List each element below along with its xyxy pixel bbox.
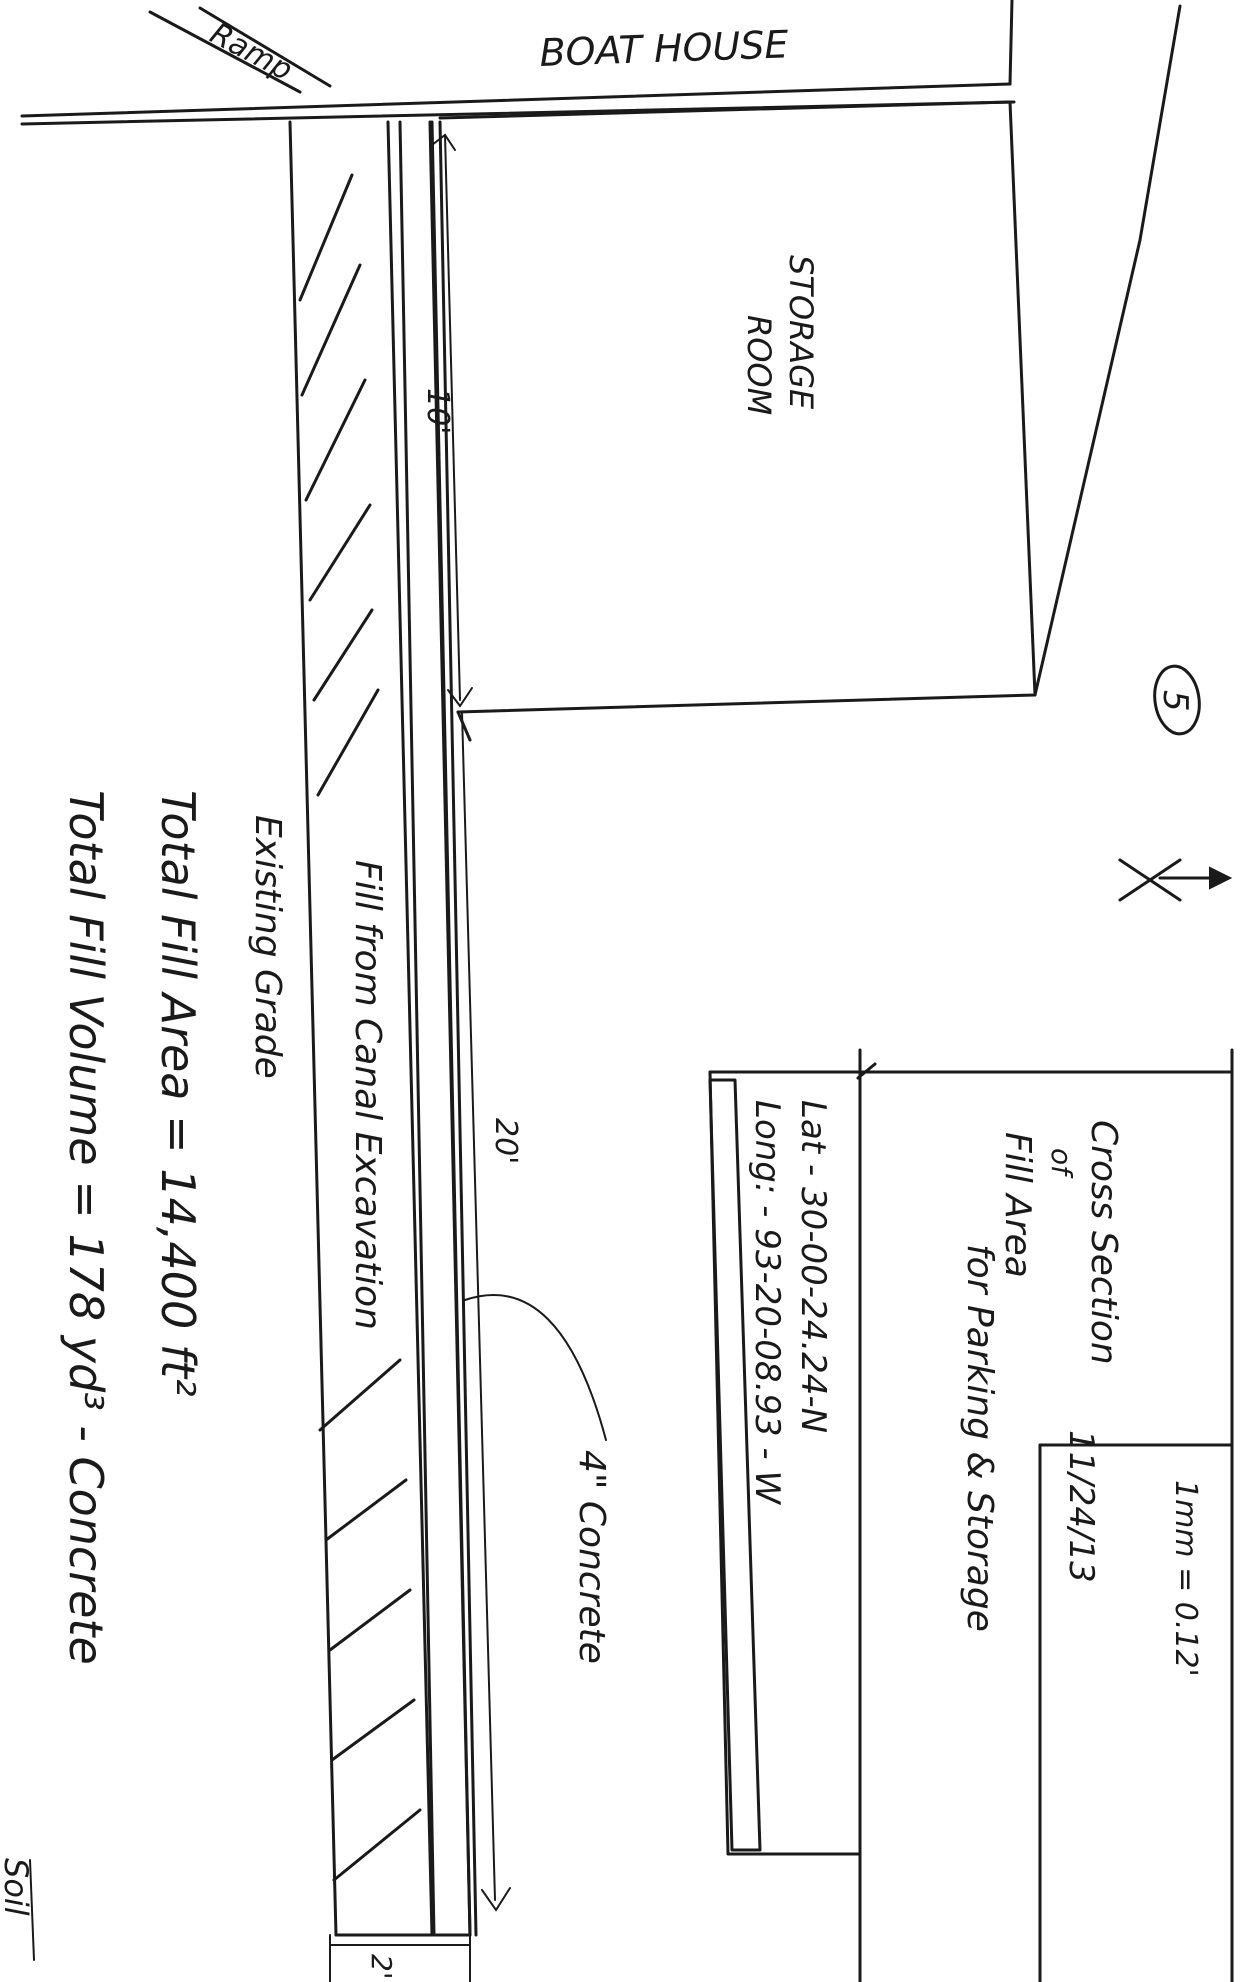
dimension-2ft: 2' (329, 1934, 471, 1982)
title-line-2: of (1045, 1148, 1078, 1179)
property-edge-line (1033, 4, 1182, 697)
fill-canal-label: Fill from Canal Excavation (347, 860, 388, 1330)
existing-grade-band (288, 120, 434, 1937)
ramp-corner: Ramp (148, 6, 332, 94)
sheet-number-mark: 5 (1153, 664, 1201, 736)
dimension-10ft: 10' (420, 133, 473, 708)
coordinates-box: Lat - 30-00-24.24-N Long: - 93-20-08.93 … (708, 1078, 833, 1852)
boat-house-label: BOAT HOUSE (539, 22, 789, 75)
concrete-slab (430, 120, 478, 1937)
total-fill-area: Total Fill Area = 14,400 ft² (151, 790, 205, 1397)
concrete-callout: 4" Concrete (464, 1294, 612, 1664)
dimension-10ft-label: 10' (420, 388, 455, 434)
title-line-3: Fill Area (997, 1132, 1038, 1278)
boat-house-wall-line (20, 82, 1012, 118)
concrete-label: 4" Concrete (571, 1450, 612, 1664)
storage-room-label-line2: ROOM (740, 315, 778, 415)
storage-room: STORAGE ROOM (438, 100, 1037, 714)
title-line-4: for Parking & Storage (959, 1244, 1000, 1632)
soil-label: Soil (0, 1858, 35, 1916)
storage-room-label-line1: STORAGE (782, 255, 820, 410)
sheet-number: 5 (1155, 690, 1195, 712)
ramp-label: Ramp (204, 16, 298, 88)
title-date: 11/24/13 (1061, 1430, 1101, 1583)
dimension-20ft-label: 20' (488, 1118, 523, 1164)
coordinates-long: Long: - 93-20-08.93 - W (747, 1100, 787, 1505)
boat-house: BOAT HOUSE (20, 0, 1016, 126)
coordinates-lat: Lat - 30-00-24.24-N (793, 1100, 833, 1433)
soil-lead-line (29, 1859, 35, 1961)
dimension-20ft: 20' (461, 711, 523, 1912)
dimension-2ft-label: 2' (365, 1954, 398, 1980)
existing-grade-label: Existing Grade (247, 815, 288, 1079)
north-arrow (1118, 858, 1233, 902)
title-scale: 1mm = 0.12' (1168, 1480, 1203, 1677)
total-fill-volume: Total Fill Volume = 178 yd³ - Concrete (59, 790, 113, 1665)
title-line-1: Cross Section (1083, 1120, 1124, 1365)
